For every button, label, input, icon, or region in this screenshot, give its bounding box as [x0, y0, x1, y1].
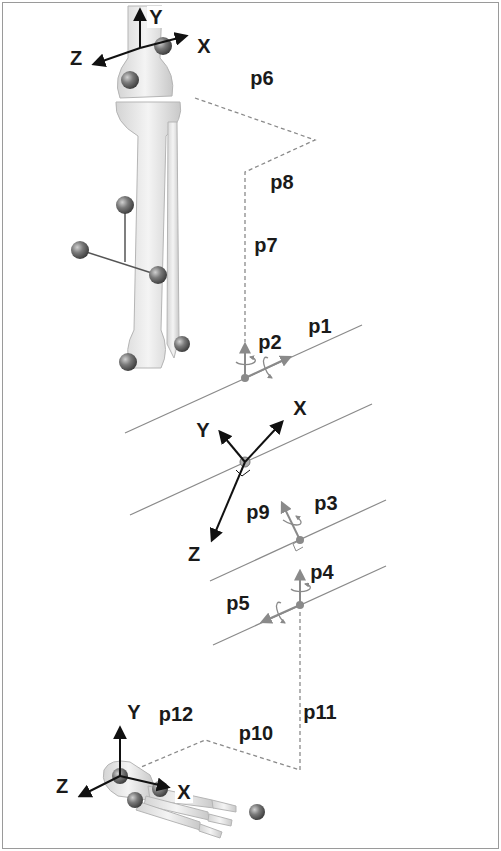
shank-markers — [71, 37, 190, 371]
axis-label: Z — [68, 47, 84, 69]
parameter-label: p10 — [237, 722, 275, 744]
parameter-label: p8 — [268, 171, 295, 193]
parameter-label: p9 — [244, 501, 271, 523]
foot-bones — [103, 761, 236, 838]
dashed-offsets — [120, 98, 315, 776]
parameter-label: p4 — [308, 561, 335, 583]
foot-axes — [80, 728, 168, 796]
axis-label: X — [195, 35, 212, 57]
axis-label: Y — [125, 701, 142, 723]
axis-label: Y — [194, 419, 211, 441]
parameter-label: p12 — [157, 703, 195, 725]
middle-axes — [212, 422, 282, 540]
axis-label: Z — [54, 775, 70, 797]
parameter-label: p6 — [248, 67, 275, 89]
joint-axis-lines — [125, 325, 386, 645]
foot-markers — [112, 768, 265, 820]
shank-bones — [116, 6, 181, 368]
shank-axes — [94, 10, 186, 64]
axis-label: Z — [186, 543, 202, 565]
parameter-label: p2 — [256, 331, 283, 353]
parameter-label: p11 — [301, 701, 338, 723]
parameter-label: p7 — [252, 234, 279, 256]
parameter-label: p3 — [312, 492, 339, 514]
axis-label: Y — [147, 6, 164, 28]
parameter-label: p1 — [306, 315, 333, 337]
frame-border — [3, 3, 499, 849]
joint-vectors — [236, 344, 310, 623]
axis-label: X — [175, 781, 192, 803]
parameter-label: p5 — [224, 592, 251, 614]
axis-label: X — [291, 397, 308, 419]
